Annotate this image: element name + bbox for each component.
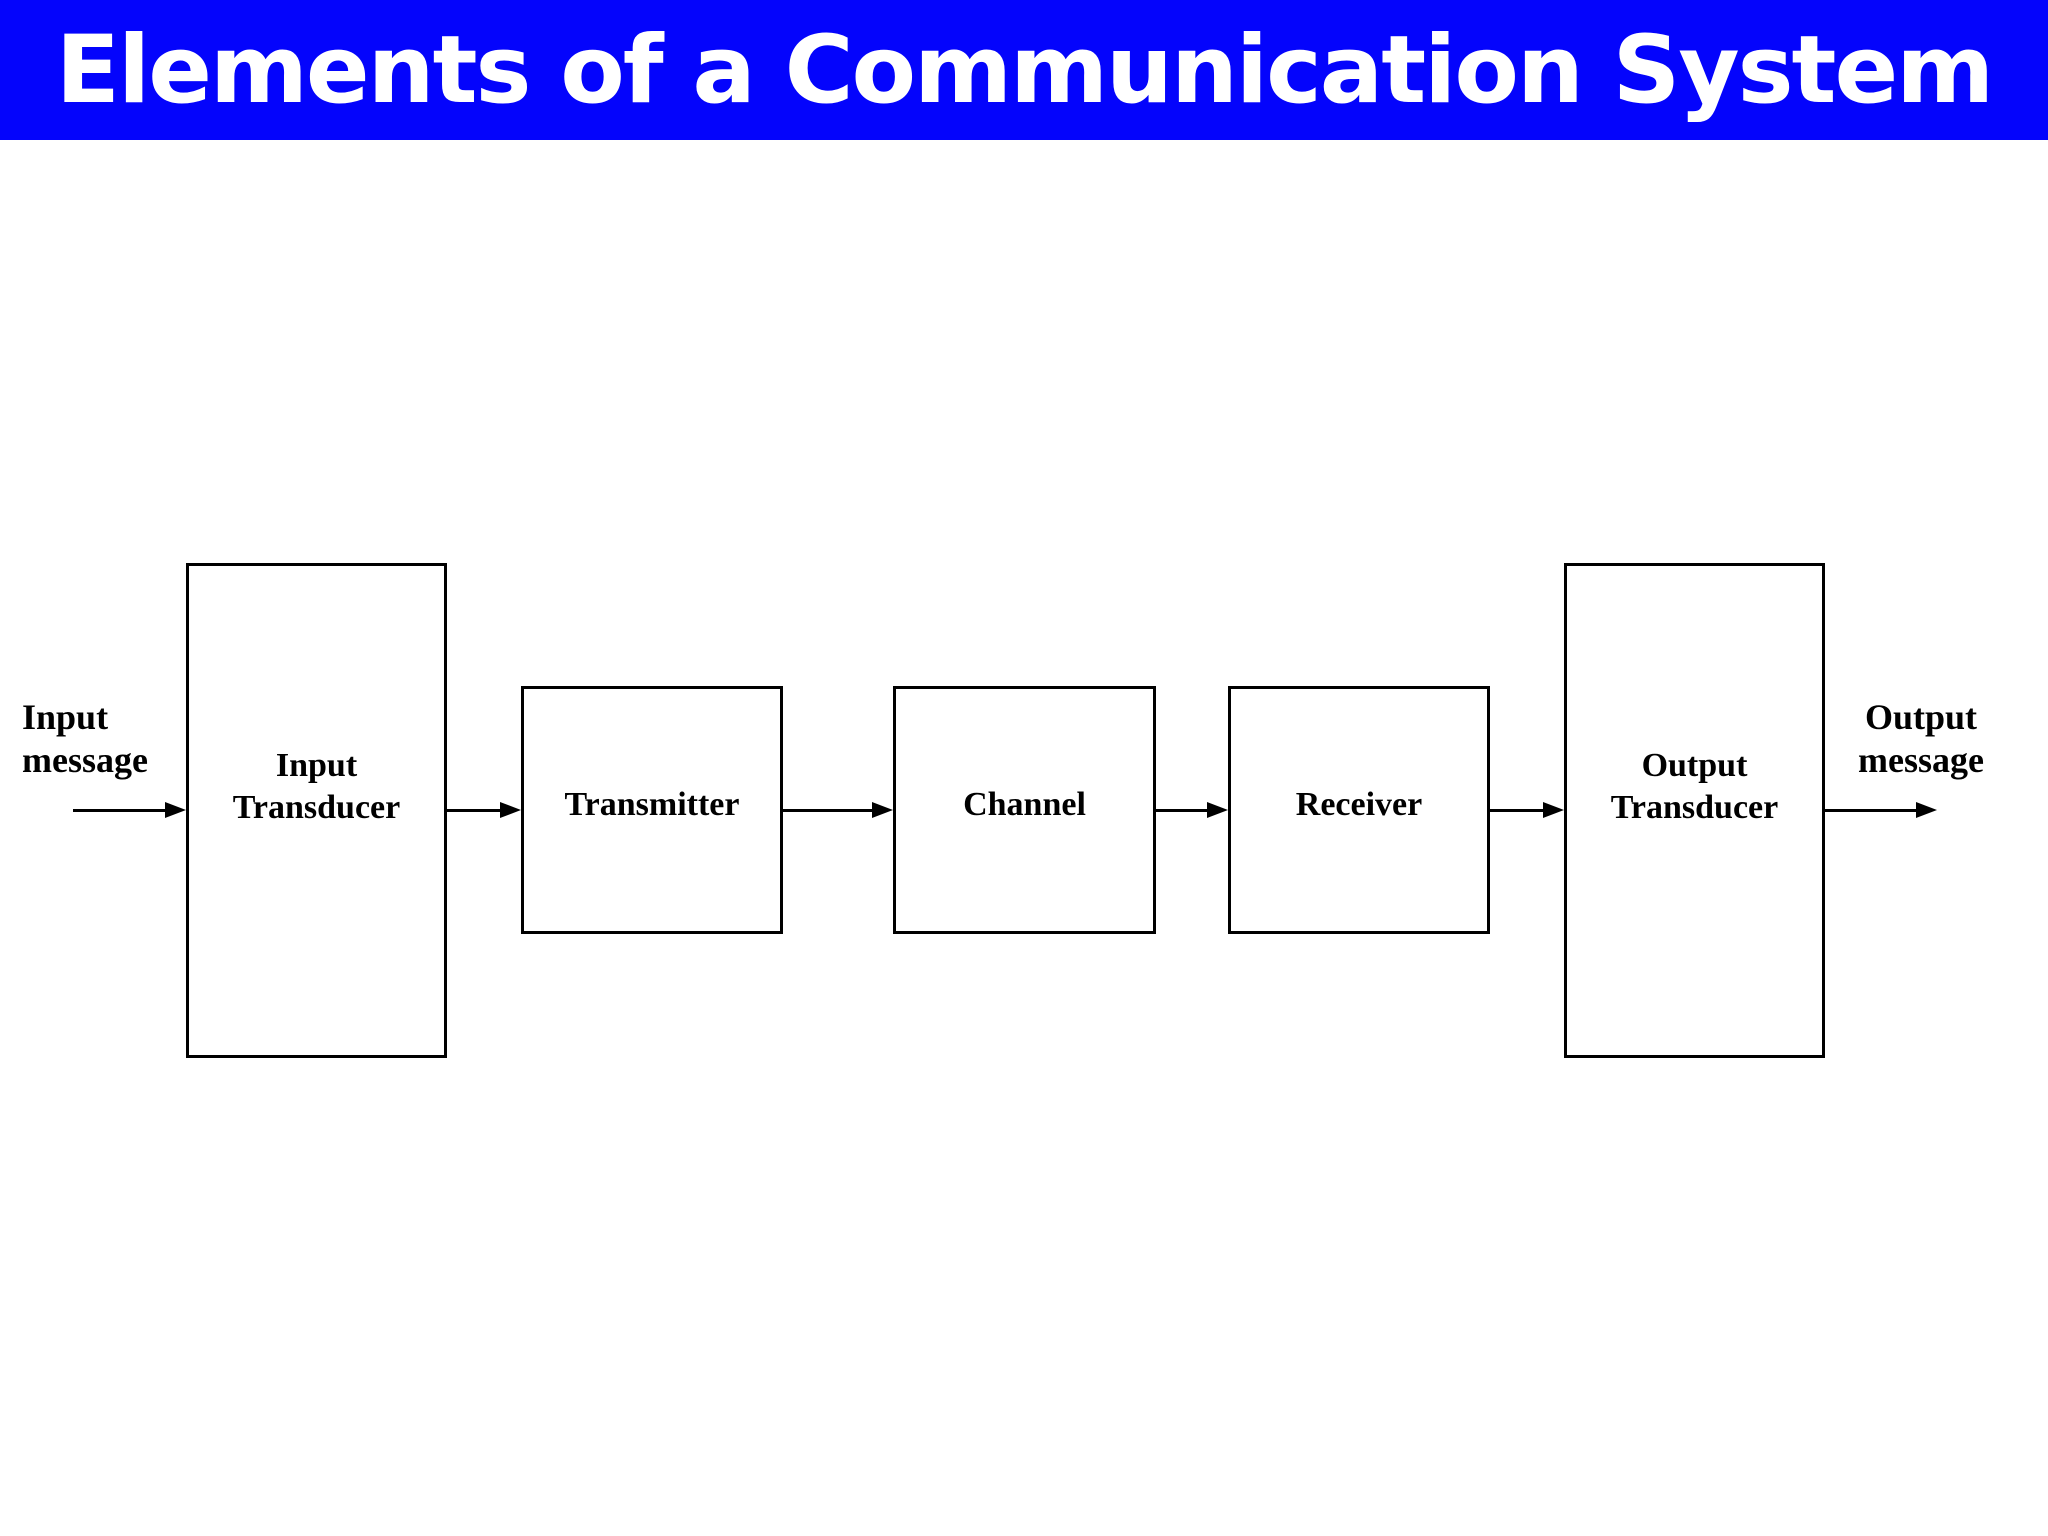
block-channel: Channel [893,686,1156,934]
input-message-label: Input message [22,696,148,782]
input-message-line2: message [22,740,148,780]
block-label-line1: Output [1641,746,1748,784]
arrowhead-icon [1543,802,1564,818]
arrowhead-icon [165,802,186,818]
input-message-line1: Input [22,697,109,737]
arrowhead-icon [1207,802,1228,818]
block-transmitter: Transmitter [521,686,783,934]
page-title: Elements of a Communication System [55,15,1994,125]
block-label-line2: Transducer [1610,788,1779,826]
block-label-line1: Channel [963,786,1086,823]
block-label-line1: Receiver [1295,786,1423,823]
block-label-line1: Input [275,746,358,784]
arrow-output-message [1824,802,1937,818]
output-message-label: Output message [1836,696,2006,782]
arrowhead-icon [872,802,893,818]
title-bar: Elements of a Communication System [0,0,2048,140]
arrow-transmitter-to-channel [782,802,893,818]
arrowhead-icon [1916,802,1937,818]
block-output-transducer: Output Transducer [1564,563,1825,1058]
arrow-shaft [1824,808,1916,812]
output-message-line1: Output [1864,697,1978,737]
arrow-shaft [446,808,500,812]
output-message-line2: message [1858,740,1984,780]
block-label-line2: Transducer [232,788,401,826]
arrow-receiver-to-output-transducer [1489,802,1564,818]
arrow-input-transducer-to-transmitter [446,802,521,818]
arrow-shaft [73,808,165,812]
arrow-shaft [1155,808,1207,812]
arrow-input-message [73,802,186,818]
arrow-channel-to-receiver [1155,802,1228,818]
block-input-transducer: Input Transducer [186,563,447,1058]
arrowhead-icon [500,802,521,818]
arrow-shaft [1489,808,1543,812]
block-receiver: Receiver [1228,686,1490,934]
block-label-line1: Transmitter [564,786,740,823]
arrow-shaft [782,808,872,812]
